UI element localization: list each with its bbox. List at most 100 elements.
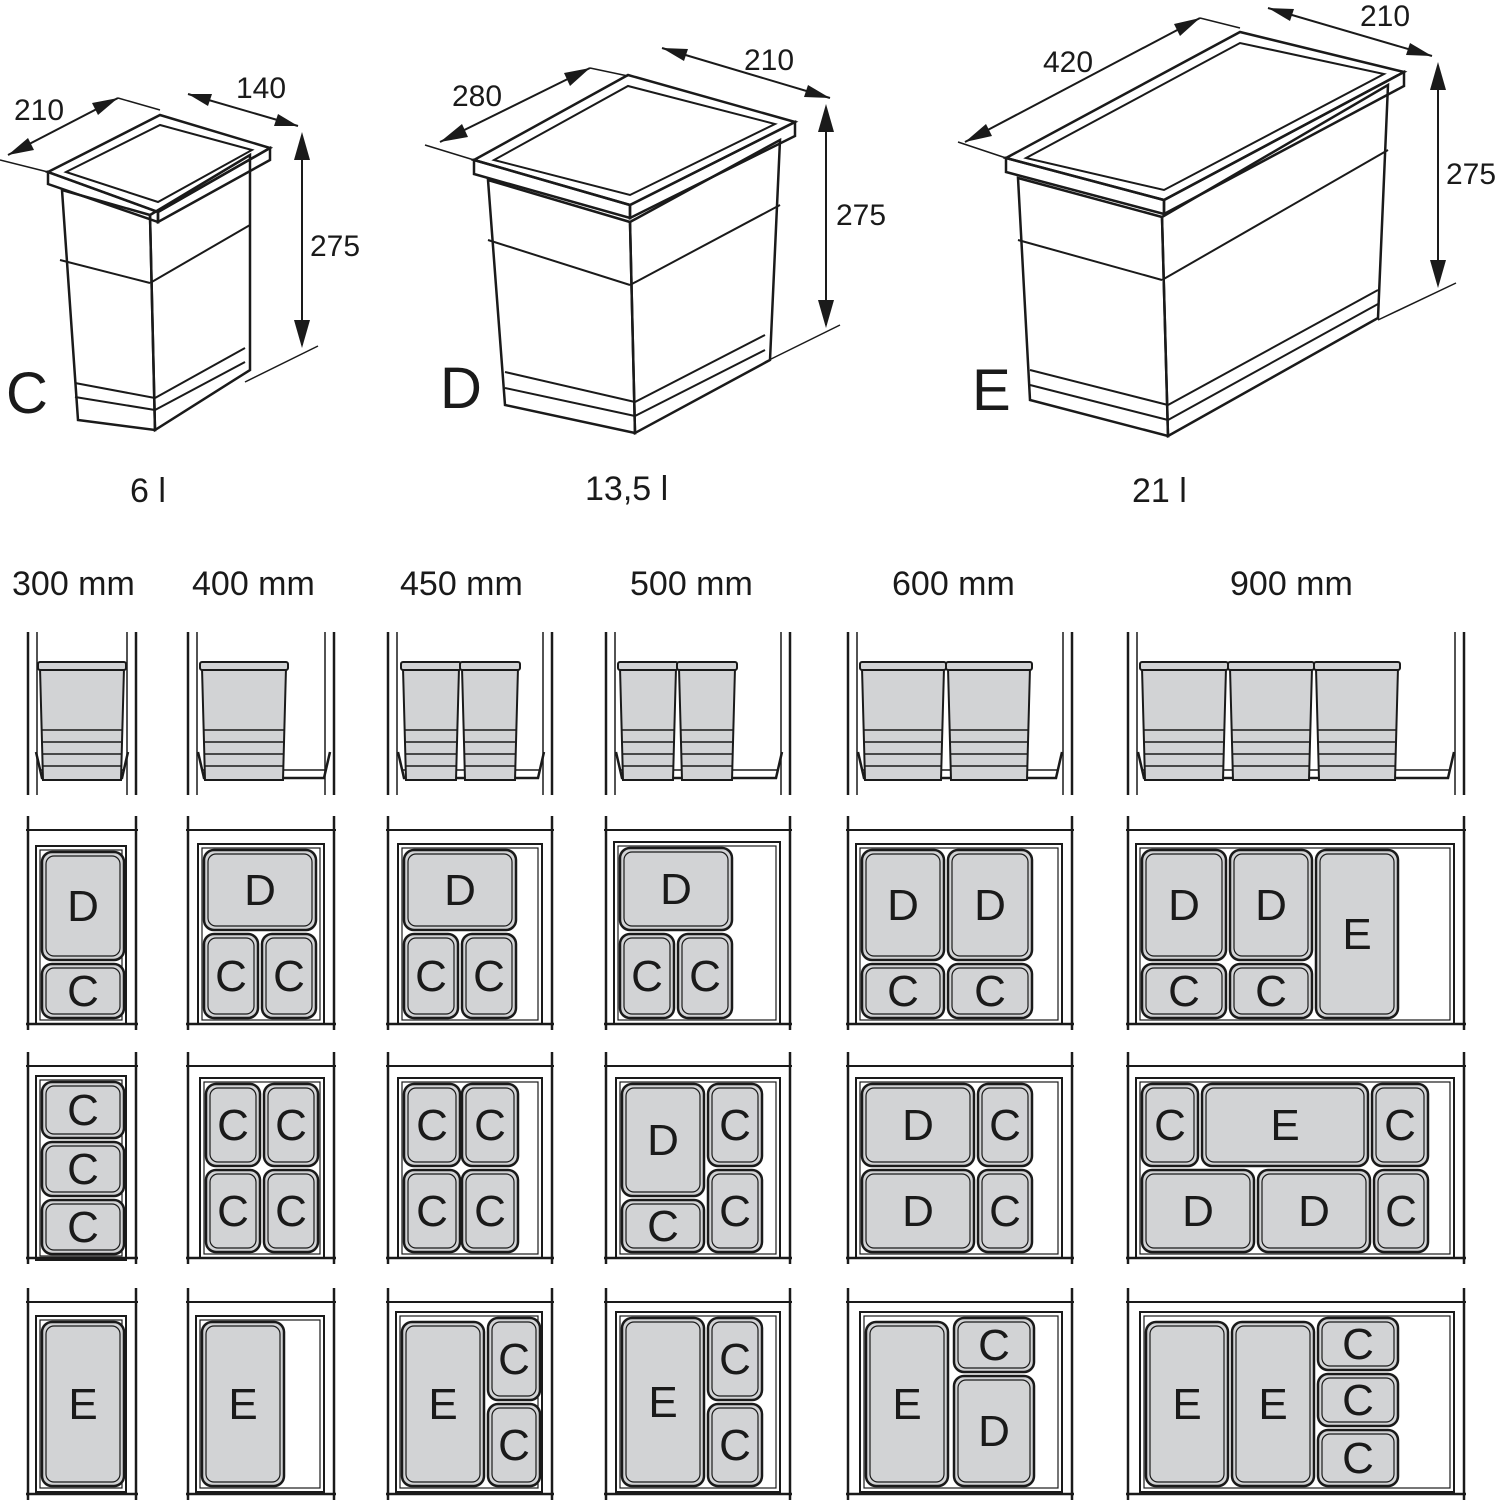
bin-letter-label: C [1342,1320,1374,1369]
drawer-frame-inner [199,1319,321,1489]
bin-letter-label: E [1342,910,1371,959]
bin-top-view [706,1082,764,1168]
bin-top-view [40,1080,126,1140]
bin-top-view [486,1316,542,1402]
bin-top-view [1200,1082,1370,1168]
bin-top-view-inner [1233,967,1309,1015]
bin-letter-label: C [974,967,1006,1016]
bin-letter-label: D [660,865,692,914]
bin-top-view-inner [1149,1325,1225,1483]
bin-e-letter: E [972,358,1011,423]
bin-top-view-inner [1205,1087,1365,1163]
bin-top-view-inner [491,1321,537,1397]
bin-top-view-inner [491,1407,537,1483]
bin-e-drawing [957,7,1457,439]
bin-top-view-inner [981,1173,1029,1249]
bin-letter-label: D [244,866,276,915]
bin-top-view-inner [957,1379,1031,1483]
bin-top-view [486,1402,542,1488]
drawer-frame [397,843,543,1025]
bin-top-view [864,1320,950,1488]
bin-letter-label: C [631,952,663,1001]
bin-e-volume: 21 l [1132,472,1187,510]
bin-letter-label: C [273,952,305,1001]
bin-top-view [402,932,460,1020]
bin-letter-label: C [1384,1101,1416,1150]
bin-d-width-dim: 280 [452,80,502,113]
bin-top-view-inner [45,1145,121,1193]
bin-letter-label: C [415,952,447,1001]
bin-letter-label: D [647,1116,679,1165]
bin-top-view-inner [407,1087,457,1163]
drawer-frame-inner [399,1315,539,1489]
bin-top-view-inner [465,1173,515,1249]
bin-d-drawing [424,47,841,436]
cabinet-width-400: 400 mm [192,565,315,603]
bin-letter-label: C [887,967,919,1016]
bin-top-view-inner [1319,853,1395,1015]
bin-top-view [1228,962,1314,1020]
bin-letter-label: E [892,1380,921,1429]
bin-letter-label: C [1342,1434,1374,1483]
bin-letter-label: C [473,952,505,1001]
drawer-frame [35,845,127,1025]
front-bin-rim [199,661,289,671]
bin-letter-label: E [1172,1380,1201,1429]
drawer-frame-inner [401,847,539,1021]
bin-top-view [618,846,734,932]
bin-top-view [620,1082,706,1198]
bin-top-view [860,962,946,1020]
bin-letter-label: C [719,1421,751,1470]
bin-top-view-inner [407,937,455,1015]
bin-top-view [706,1402,764,1488]
bin-top-view-inner [865,967,941,1015]
bin-top-view [1230,1320,1316,1488]
bin-top-view-inner [1145,967,1223,1015]
bin-top-view-inner [267,1087,315,1163]
bin-top-view-inner [207,853,313,927]
bin-c-depth-dim: 140 [236,72,286,105]
drawer-frame-inner [1143,1315,1451,1489]
drawer-frame [859,1311,1063,1493]
bin-top-view-inner [45,1325,121,1483]
bin-top-view [1372,1168,1430,1254]
bin-d-volume: 13,5 l [585,470,668,508]
drawer-frame [1135,1077,1455,1259]
bin-d-depth-dim: 210 [744,44,794,77]
bin-top-view [460,1082,520,1168]
bin-top-view [40,850,126,962]
bin-top-view [1140,962,1228,1020]
bin-e-depth-dim: 210 [1360,0,1410,33]
bin-top-view-inner [711,1087,759,1163]
bin-top-view-inner [45,1203,121,1251]
bin-top-view-inner [45,967,121,1015]
drawer-frame-inner [859,1081,1059,1255]
bin-c-drawing [0,93,319,433]
bin-top-view-inner [209,1173,257,1249]
bin-letter-label: C [67,967,99,1016]
drawer-frame [615,1077,781,1259]
bin-top-view [1316,1372,1400,1428]
bin-top-view [402,1082,462,1168]
bin-letter-label: C [275,1187,307,1236]
bin-top-view [262,1082,320,1168]
drawer-frame [613,841,781,1025]
bin-top-view [860,848,946,962]
front-bin-rim [676,661,738,671]
drawer-frame-inner [859,847,1059,1021]
bin-top-view-inner [207,937,255,1015]
bin-top-view-inner [267,1173,315,1249]
bin-letter-label: D [902,1187,934,1236]
bin-letter-label: C [67,1203,99,1252]
front-bin [38,667,126,781]
bin-c-volume: 6 l [130,472,166,510]
bin-top-view [706,1316,764,1402]
bin-letter-label: C [67,1145,99,1194]
bin-letter-label: C [1154,1101,1186,1150]
bin-top-view-inner [465,1087,515,1163]
drawer-frame [1135,843,1455,1025]
bin-top-view-inner [625,1087,701,1193]
bin-letter-label: C [989,1187,1021,1236]
